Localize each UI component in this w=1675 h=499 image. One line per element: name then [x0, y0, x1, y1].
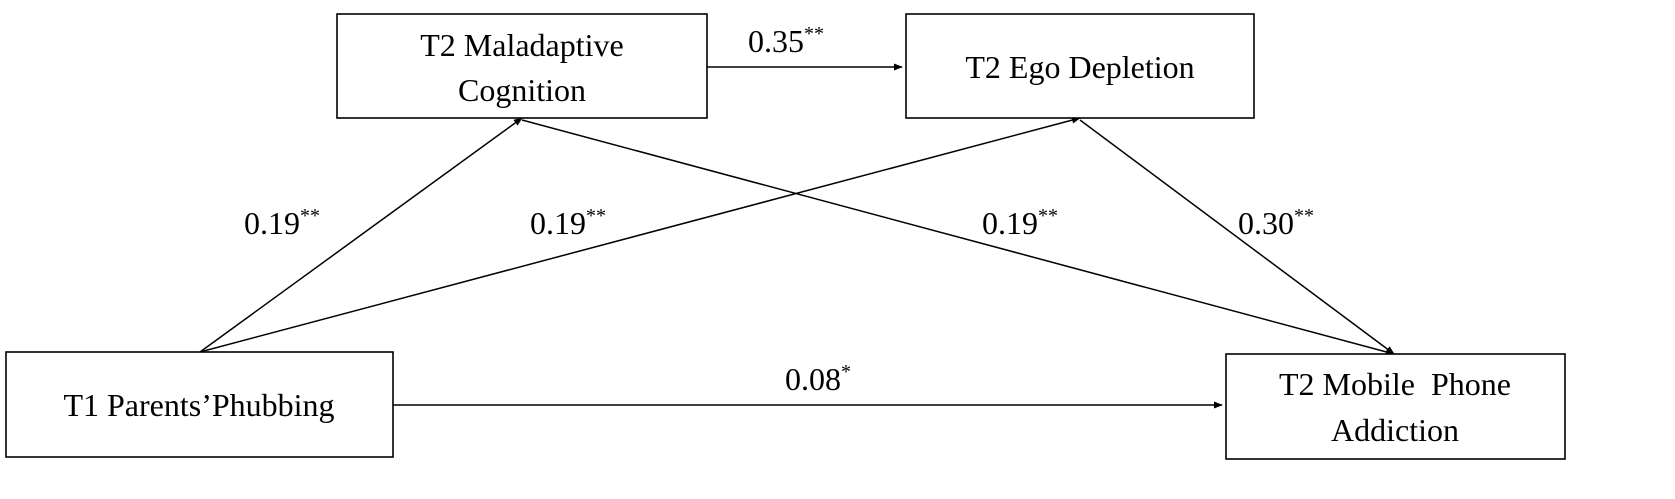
coef-parents-to-ego-sig: **: [586, 205, 606, 227]
node-maladaptive-cognition: T2 Maladaptive Cognition: [336, 13, 708, 119]
node-mobile-phone-addiction-line2: Addiction: [1331, 412, 1459, 448]
coef-parents-to-addiction-value: 0.08: [785, 361, 841, 397]
coef-maladaptive-to-ego: 0.35**: [748, 23, 824, 59]
edge-parents-to-ego: [199, 116, 1081, 353]
node-mobile-phone-addiction-box: [1225, 353, 1566, 460]
edge-ego-to-addiction: [1079, 119, 1395, 355]
coef-parents-to-maladaptive-sig: **: [300, 205, 320, 227]
coef-ego-to-addiction: 0.30**: [1238, 205, 1314, 241]
node-ego-depletion-label: T2 Ego Depletion: [965, 49, 1194, 85]
node-maladaptive-cognition-line2: Cognition: [458, 72, 586, 108]
coef-parents-to-maladaptive-value: 0.19: [244, 205, 300, 241]
edge-maladaptive-to-addiction: [521, 119, 1395, 356]
node-mobile-phone-addiction: T2 Mobile Phone Addiction: [1225, 353, 1566, 460]
coef-parents-to-addiction: 0.08*: [785, 361, 851, 397]
coef-parents-to-addiction-sig: *: [841, 361, 851, 383]
coef-maladaptive-to-ego-value: 0.35: [748, 23, 804, 59]
node-mobile-phone-addiction-line1: T2 Mobile Phone: [1279, 366, 1511, 402]
coef-maladaptive-to-ego-sig: **: [804, 23, 824, 45]
coef-maladaptive-to-addiction-value: 0.19: [982, 205, 1038, 241]
node-ego-depletion: T2 Ego Depletion: [905, 13, 1255, 119]
coef-parents-to-maladaptive: 0.19**: [244, 205, 320, 241]
node-maladaptive-cognition-box: [336, 13, 708, 119]
coef-parents-to-ego-value: 0.19: [530, 205, 586, 241]
node-parents-phubbing: T1 Parents’Phubbing: [5, 351, 394, 458]
edge-parents-to-maladaptive: [199, 117, 523, 353]
node-maladaptive-cognition-line1: T2 Maladaptive: [420, 27, 623, 63]
node-parents-phubbing-label: T1 Parents’Phubbing: [63, 387, 334, 423]
coef-maladaptive-to-addiction: 0.19**: [982, 205, 1058, 241]
node-parents-phubbing-box: [5, 351, 394, 458]
node-ego-depletion-box: [905, 13, 1255, 119]
coef-ego-to-addiction-value: 0.30: [1238, 205, 1294, 241]
coef-maladaptive-to-addiction-sig: **: [1038, 205, 1058, 227]
coef-ego-to-addiction-sig: **: [1294, 205, 1314, 227]
coef-parents-to-ego: 0.19**: [530, 205, 606, 241]
